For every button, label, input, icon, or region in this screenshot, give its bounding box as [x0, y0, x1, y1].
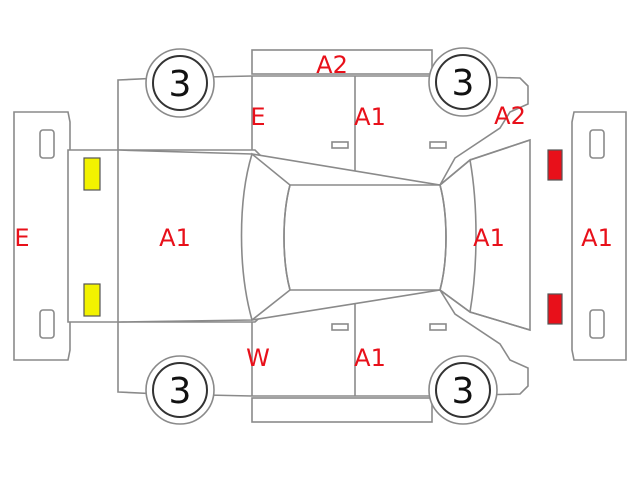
code-trunk: A1: [473, 224, 505, 252]
code-rear-door-top: A1: [354, 103, 386, 131]
code-rear-bumper: A1: [581, 224, 613, 252]
wheel-rear-top: 3: [428, 47, 498, 117]
code-front-door-top: E: [250, 103, 265, 131]
code-rear-fender-top: A2: [494, 102, 526, 130]
front-lamp-top: [83, 157, 101, 191]
wheel-front-top: 3: [145, 48, 215, 118]
front-lamp-bottom: [83, 283, 101, 317]
wheel-grade: 3: [169, 64, 192, 105]
rear-bumper: [571, 111, 627, 361]
wheel-front-bottom: 3: [145, 355, 215, 425]
roof-strip-bottom: [251, 397, 433, 423]
wheel-rear-bottom: 3: [428, 355, 498, 425]
wheel-grade: 3: [452, 371, 475, 412]
wheel-grade: 3: [169, 371, 192, 412]
code-front-bumper: E: [14, 224, 29, 252]
roof-strip-top: [251, 49, 433, 75]
code-hood: A1: [159, 224, 191, 252]
code-roof-top: A2: [316, 51, 348, 79]
code-rear-door-bottom: A1: [354, 344, 386, 372]
rear-window: [439, 158, 477, 314]
code-front-door-bottom: W: [246, 344, 270, 372]
front-bumper: [13, 111, 71, 361]
rear-lamp-top: [547, 149, 563, 181]
rear-lamp-bottom: [547, 293, 563, 325]
wheel-grade: 3: [452, 63, 475, 104]
